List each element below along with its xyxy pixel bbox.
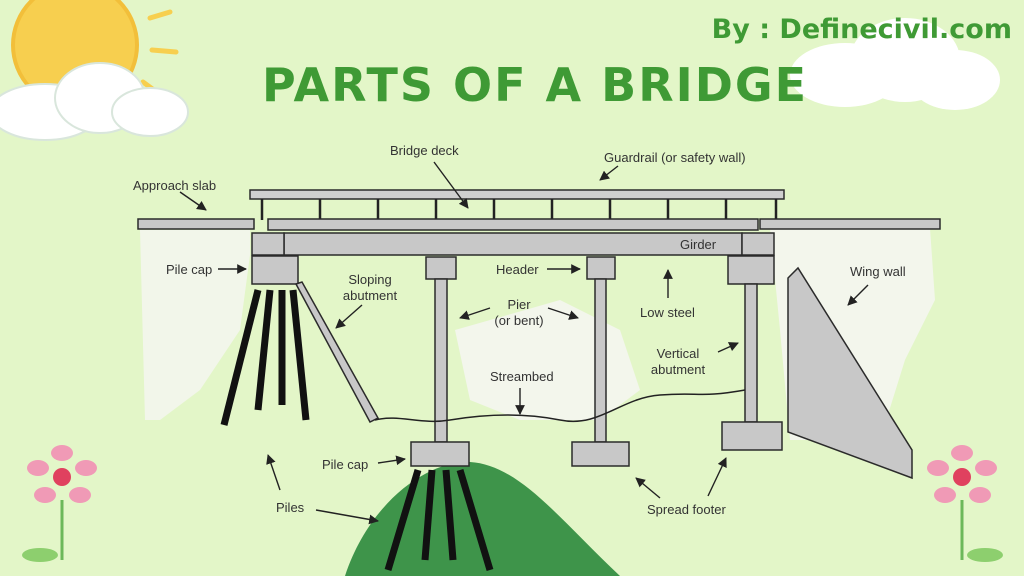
abutment-cap-right bbox=[727, 255, 775, 285]
streambed-line bbox=[374, 389, 746, 423]
label-pier: Pier (or bent) bbox=[484, 297, 554, 329]
girder-end-left bbox=[251, 232, 285, 256]
girder bbox=[283, 232, 743, 256]
label-wing-wall: Wing wall bbox=[850, 264, 906, 279]
cloud-icon bbox=[0, 62, 189, 141]
label-piles: Piles bbox=[276, 500, 305, 515]
label-streambed: Streambed bbox=[490, 369, 554, 384]
label-girder: Girder bbox=[680, 237, 717, 252]
guardrail-rail bbox=[249, 189, 785, 200]
sloping-abutment bbox=[294, 281, 380, 423]
pier-header-1 bbox=[425, 256, 457, 280]
label-sloping-abutment-line1: Sloping bbox=[348, 272, 392, 287]
label-vertical-abutment-line2: abutment bbox=[650, 362, 706, 377]
label-sloping-abutment: Sloping abutment bbox=[330, 272, 410, 304]
site-byline: By : Definecivil.com bbox=[711, 14, 1012, 45]
bridge-deck bbox=[267, 218, 759, 231]
pier-header-2 bbox=[586, 256, 616, 280]
label-bridge-deck: Bridge deck bbox=[390, 143, 459, 158]
approach-slab-left bbox=[137, 218, 255, 230]
spread-footer-pier bbox=[571, 441, 630, 467]
label-pier-line1: Pier bbox=[507, 297, 531, 312]
label-vertical-abutment-line1: Vertical bbox=[656, 346, 700, 361]
label-spread-footer: Spread footer bbox=[647, 502, 726, 517]
page-title: PARTS OF A BRIDGE bbox=[262, 58, 809, 112]
piles-bottom bbox=[384, 468, 494, 572]
label-guardrail: Guardrail (or safety wall) bbox=[604, 150, 746, 165]
spread-footer-abutment bbox=[721, 421, 783, 451]
label-pile-cap-top: Pile cap bbox=[166, 262, 213, 277]
label-sloping-abutment-line2: abutment bbox=[342, 288, 398, 303]
flower-icon bbox=[22, 445, 97, 562]
cloud-icon bbox=[790, 18, 1000, 110]
pier-column-1 bbox=[434, 278, 448, 443]
girder-end-right bbox=[741, 232, 775, 256]
vertical-abutment bbox=[744, 283, 758, 423]
label-pier-line2: (or bent) bbox=[494, 313, 544, 328]
flower-icon bbox=[927, 445, 1003, 562]
label-low-steel: Low steel bbox=[640, 305, 695, 320]
hill-shape bbox=[345, 461, 620, 576]
wing-wall bbox=[787, 266, 913, 480]
pile-cap-top bbox=[251, 255, 299, 285]
label-header: Header bbox=[496, 262, 539, 277]
label-vertical-abutment: Vertical abutment bbox=[640, 346, 716, 378]
label-pile-cap-bottom: Pile cap bbox=[322, 457, 369, 472]
label-approach-slab: Approach slab bbox=[133, 178, 217, 193]
label-arrows bbox=[179, 161, 869, 525]
approach-slab-right bbox=[759, 218, 941, 230]
bridge-structure bbox=[137, 189, 941, 480]
guardrail-posts bbox=[260, 199, 778, 220]
piles-left bbox=[220, 289, 310, 426]
pile-cap-bottom bbox=[410, 441, 470, 467]
